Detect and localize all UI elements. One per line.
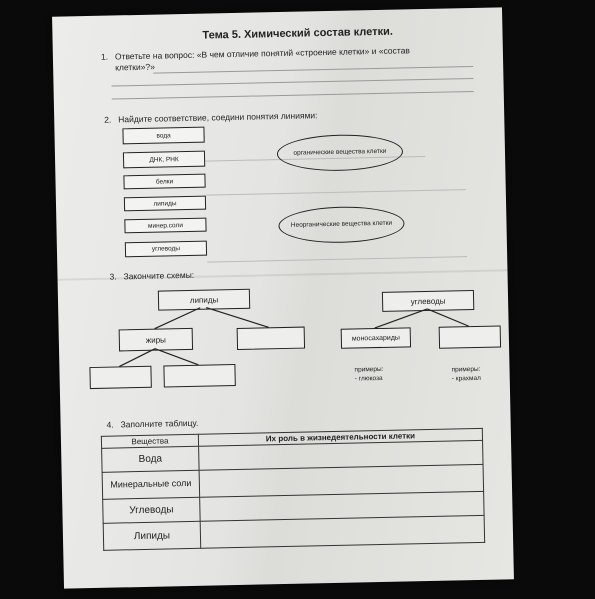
scheme-carbs: углеводы xyxy=(381,290,475,312)
examples-right-label: примеры: xyxy=(451,365,481,374)
examples-right-value: - крахмал xyxy=(451,374,481,383)
scheme-empty-box xyxy=(89,365,152,390)
table-cell-substance: Липиды xyxy=(103,521,201,551)
term-box: липиды xyxy=(123,195,207,212)
scheme-fats: жиры xyxy=(118,327,194,352)
term-box: углеводы xyxy=(124,240,208,258)
oval-organic: органические вещества клетки xyxy=(276,133,404,173)
scheme-mono: моносахариды xyxy=(340,327,412,349)
q4-number: 4. xyxy=(106,419,114,430)
q4-text: Заполните таблицу. xyxy=(120,417,199,430)
roles-table: Вещества Их роль в жизнедеятельности кле… xyxy=(101,428,485,551)
examples-left-value: - глюкоза xyxy=(354,374,383,383)
q2-number: 2. xyxy=(104,114,112,125)
q1-number: 1. xyxy=(100,51,109,62)
scheme-lipids: липиды xyxy=(157,288,251,311)
term-box: минер.соли xyxy=(124,217,207,234)
q1-text-line2: клетки»?» xyxy=(115,61,155,73)
examples-left-label: примеры: xyxy=(354,365,384,374)
worksheet-title: Тема 5. Химический состав клетки. xyxy=(202,25,393,42)
q2-text: Найдите соответствие, соедини понятия ли… xyxy=(118,110,318,125)
scheme-empty-box xyxy=(163,364,236,388)
answer-line xyxy=(111,90,474,100)
table-cell-substance: Минеральные соли xyxy=(102,470,200,500)
table-cell-substance: Вода xyxy=(101,446,200,473)
worksheet-page: Тема 5. Химический состав клетки. 1. Отв… xyxy=(52,7,514,589)
guide-line xyxy=(207,256,468,263)
term-box: ДНК, РНК xyxy=(122,150,206,169)
q3-text: Закончите схемы: xyxy=(123,269,195,282)
term-box: вода xyxy=(122,126,205,145)
table-cell-substance: Углеводы xyxy=(102,497,201,524)
q1-text-line1: Ответьте на вопрос: «В чем отличие понят… xyxy=(114,45,410,62)
table-cell-role[interactable] xyxy=(200,515,485,549)
oval-inorganic: Неорганические вещества клетки xyxy=(278,205,405,245)
guide-line xyxy=(205,189,466,196)
answer-line xyxy=(153,65,474,74)
scheme-empty-box xyxy=(438,325,502,349)
answer-line xyxy=(111,77,474,87)
term-box: белки xyxy=(123,173,206,190)
scheme-empty-box xyxy=(236,326,306,350)
q3-number: 3. xyxy=(109,271,117,282)
